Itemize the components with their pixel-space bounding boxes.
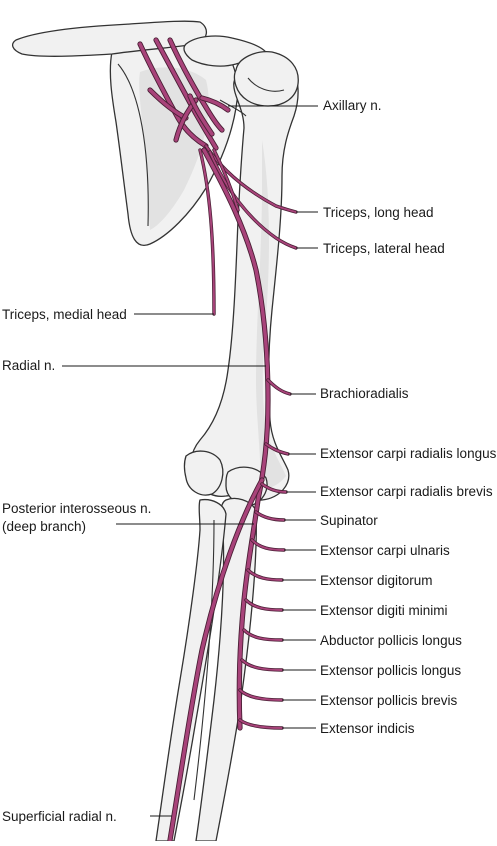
radial-nerve-paths (137, 37, 298, 843)
label-superficial-radial-nerve: Superficial radial n. (2, 809, 117, 824)
labels: Axillary n. Triceps, long head Triceps, … (2, 98, 497, 824)
label-radial-nerve: Radial n. (2, 358, 55, 373)
label-extensor-indicis: Extensor indicis (320, 721, 415, 736)
label-extensor-carpi-ulnaris: Extensor carpi ulnaris (320, 543, 450, 558)
scapula (11, 20, 269, 246)
label-axillary-nerve: Axillary n. (323, 98, 382, 113)
leader-lines (62, 105, 318, 817)
label-deep-branch: (deep branch) (2, 519, 86, 534)
label-abductor-pollicis-longus: Abductor pollicis longus (320, 633, 462, 648)
label-brachioradialis: Brachioradialis (320, 386, 409, 401)
label-extensor-pollicis-brevis: Extensor pollicis brevis (320, 693, 458, 708)
label-extensor-digitorum: Extensor digitorum (320, 573, 433, 588)
label-triceps-medial-head: Triceps, medial head (2, 307, 127, 322)
label-extensor-pollicis-longus: Extensor pollicis longus (320, 663, 461, 678)
label-supinator: Supinator (320, 513, 378, 528)
label-extensor-carpi-radialis-longus: Extensor carpi radialis longus (320, 446, 497, 461)
label-posterior-interosseous-nerve: Posterior interosseous n. (2, 501, 151, 516)
label-extensor-digiti-minimi: Extensor digiti minimi (320, 603, 448, 618)
label-triceps-long-head: Triceps, long head (323, 205, 434, 220)
label-extensor-carpi-radialis-brevis: Extensor carpi radialis brevis (320, 484, 493, 499)
label-triceps-lateral-head: Triceps, lateral head (323, 241, 445, 256)
